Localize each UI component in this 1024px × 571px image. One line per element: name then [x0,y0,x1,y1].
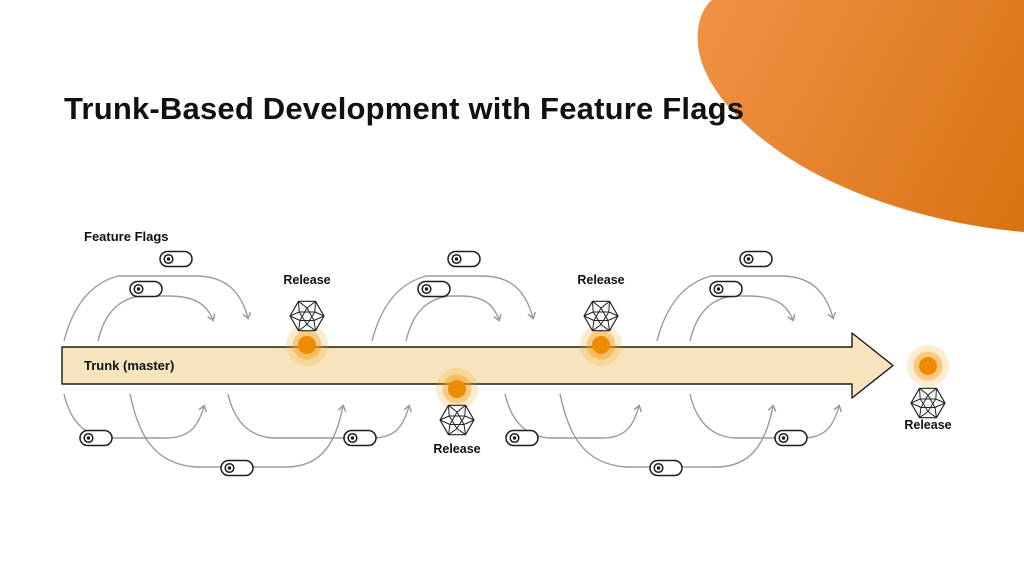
feature-flag-toggle-icon [129,280,163,298]
feature-flag-toggle-icon [505,429,539,447]
feature-flag-toggle-icon [649,459,683,477]
feature-branch-arc-below-3 [227,393,413,439]
feature-branch-arc-below-6 [689,393,843,439]
feature-flag-toggle-icon [774,429,808,447]
feature-flag-toggle-icon [709,280,743,298]
geodesic-sphere-icon [439,404,475,436]
feature-branch-arc-above-3-outer [656,275,837,342]
release-label: Release [433,442,480,456]
feature-branch-arc-above-2-inner [405,295,502,342]
release-glow-icon [907,345,949,387]
feature-flag-toggle-icon [79,429,113,447]
feature-flags-label: Feature Flags [84,229,169,244]
feature-flag-toggle-icon [159,250,193,268]
feature-branch-arc-below-2 [129,393,347,468]
decorative-blob [697,0,1024,232]
release-label: Release [283,273,330,287]
release-labels: Release Release Release Release [283,273,951,456]
geodesic-sphere-icon [583,300,619,332]
feature-branch-arc-above-1-outer [63,275,252,342]
feature-flag-toggle-icon [220,459,254,477]
trunk-label: Trunk (master) [84,358,174,373]
feature-flag-toggle-icon [343,429,377,447]
feature-branch-arc-below-4 [504,393,643,439]
feature-branch-arc-above-1-inner [97,295,216,342]
release-glow-icon [436,368,478,410]
feature-flag-toggle-icon [417,280,451,298]
feature-branch-arc-below-5 [559,393,777,468]
geodesic-sphere-icon [910,387,946,419]
feature-flag-toggle-icon [739,250,773,268]
feature-flag-toggle-icon [447,250,481,268]
release-label: Release [577,273,624,287]
feature-branch-arc-above-3-inner [689,295,796,342]
page-title: Trunk-Based Development with Feature Fla… [64,91,745,126]
release-label: Release [904,418,951,432]
trunk-arrow [61,332,894,399]
feature-branch-arc-above-2-outer [371,275,537,342]
geodesic-sphere-icon [289,300,325,332]
